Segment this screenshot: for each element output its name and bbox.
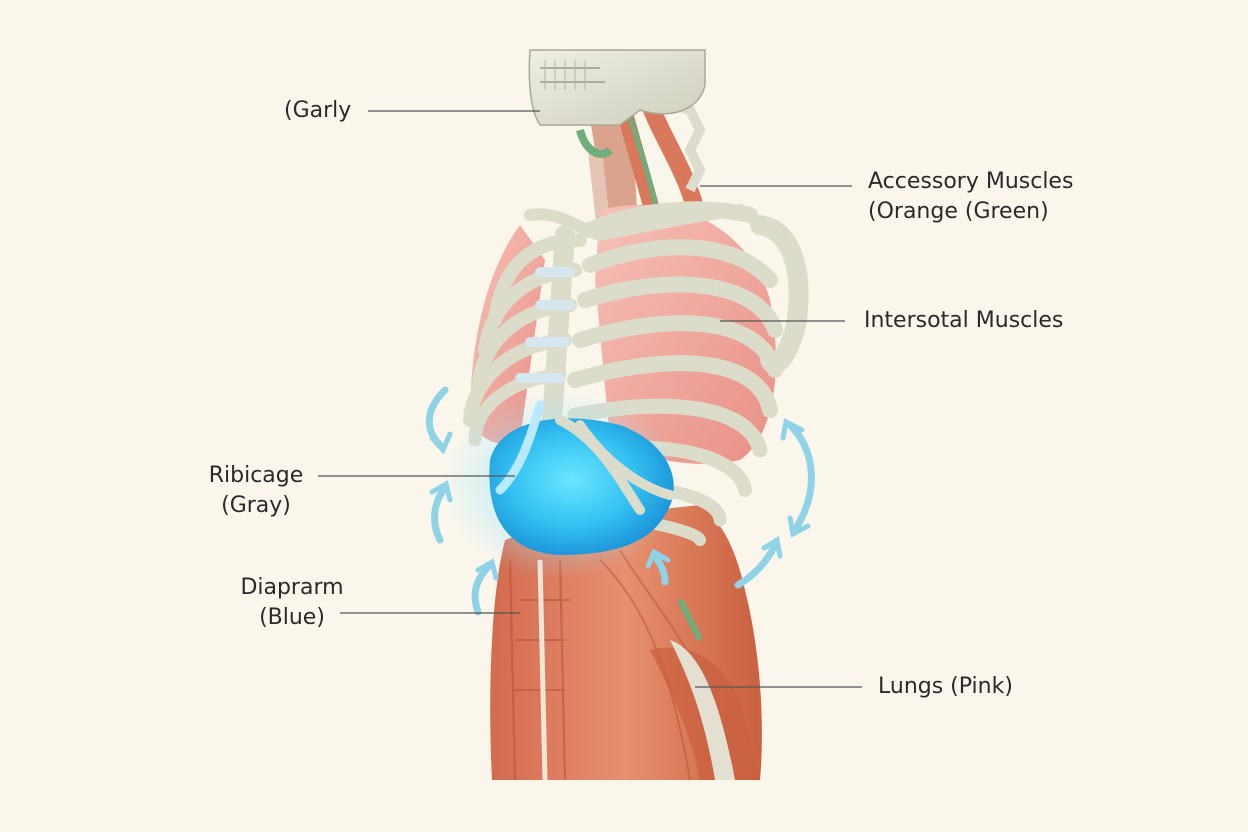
label-garly-text: (Garly: [284, 98, 352, 123]
label-accessory-muscles: Accessory Muscles (Orange (Green): [868, 167, 1073, 227]
breathing-arrow-icon: [425, 386, 815, 616]
label-lungs: Lungs (Pink): [878, 672, 1013, 702]
label-lungs-text: Lungs (Pink): [878, 674, 1013, 699]
label-diaphragm-line1: Diaprarm: [240, 575, 344, 600]
label-diaphragm: Diaprarm (Blue): [232, 573, 352, 633]
label-ribcage-line2: (Gray): [221, 493, 291, 518]
label-ribcage-line1: Ribicage: [208, 463, 304, 488]
label-intercostal-muscles: Intersotal Muscles: [864, 306, 1063, 336]
diaphragm: [440, 390, 680, 580]
leader-lines: [318, 110, 862, 688]
label-accessory-line2: (Orange (Green): [868, 199, 1049, 224]
label-accessory-line1: Accessory Muscles: [868, 169, 1074, 194]
skull: [528, 49, 706, 126]
label-ribcage: Ribicage (Gray): [204, 461, 308, 521]
label-garly: (Garly: [284, 96, 351, 126]
label-intercostal-text: Intersotal Muscles: [864, 308, 1064, 333]
label-diaphragm-line2: (Blue): [259, 605, 325, 630]
